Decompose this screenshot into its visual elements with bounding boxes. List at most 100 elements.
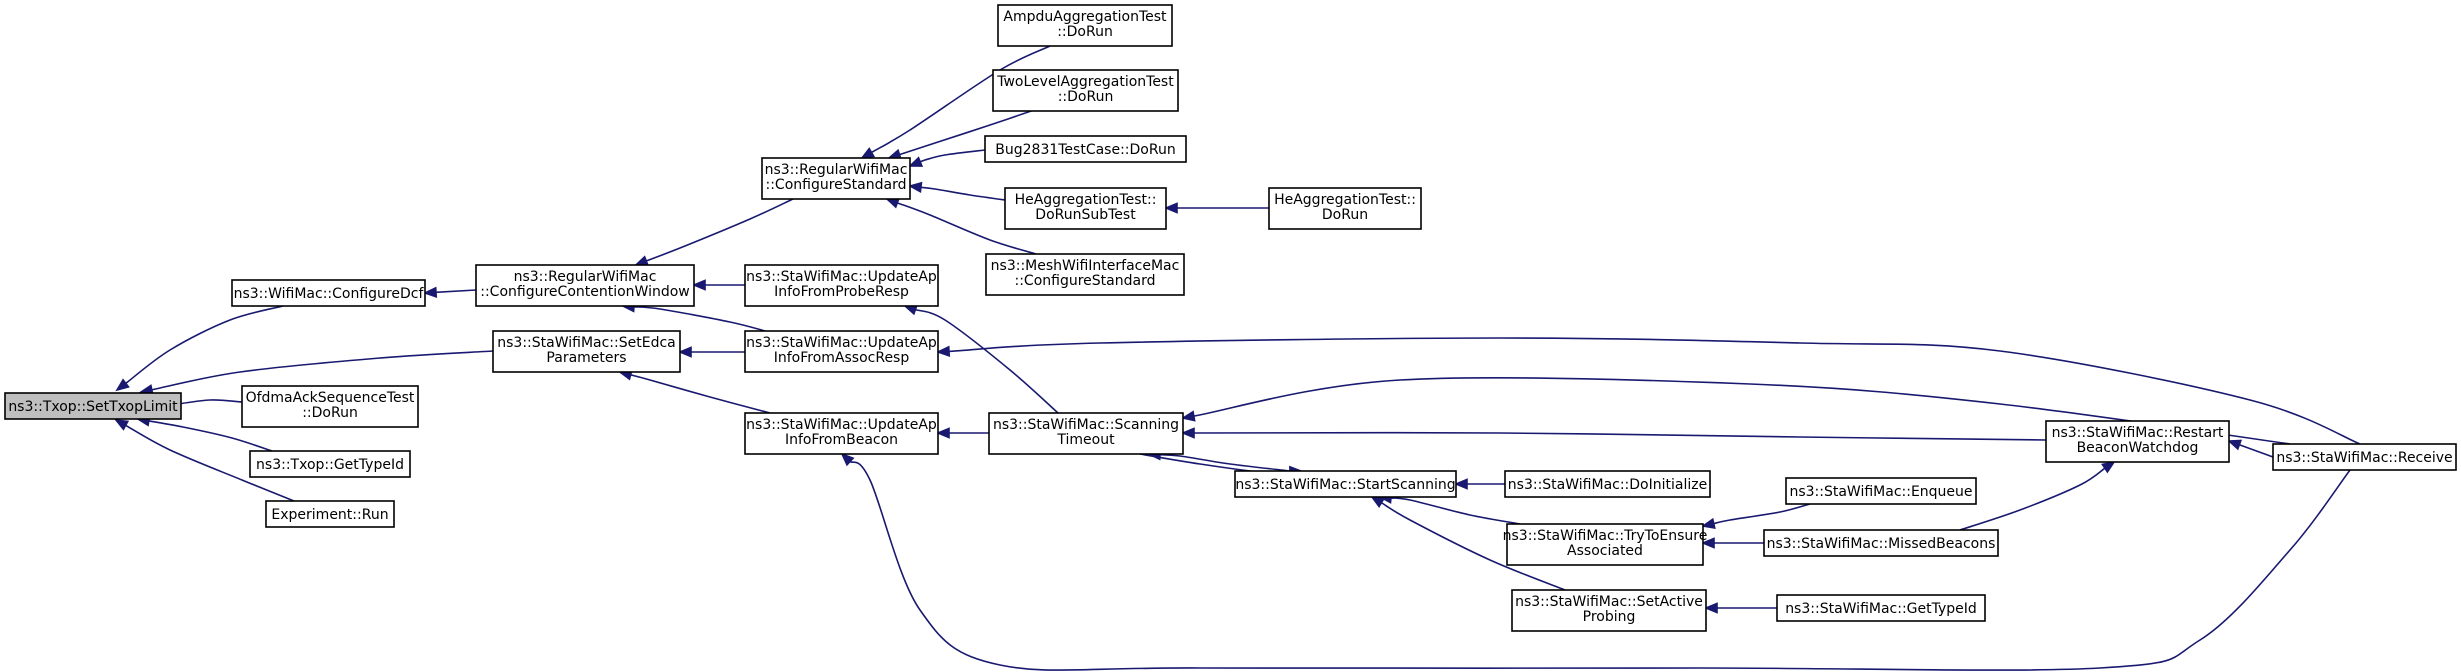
- arrowhead: [2101, 460, 2116, 474]
- node-label: DoRunSubTest: [1035, 207, 1136, 223]
- node-receive[interactable]: ns3::StaWifiMac::Receive: [2272, 443, 2457, 471]
- node-hedorun[interactable]: HeAggregationTest::DoRun: [1268, 187, 1422, 230]
- node-gettype[interactable]: ns3::Txop::GetTypeId: [249, 450, 411, 478]
- node-bug2831[interactable]: Bug2831TestCase::DoRun: [984, 135, 1187, 163]
- node-box: [1506, 523, 1704, 566]
- node-ofdma[interactable]: OfdmaAckSequenceTest::DoRun: [241, 385, 419, 428]
- node-box: [1776, 594, 1986, 622]
- node-label: HeAggregationTest::: [1015, 192, 1157, 208]
- edge-enqueue-to-tryassoc: [1700, 503, 1811, 529]
- edge-confcw-to-confdcf: [422, 286, 477, 298]
- node-box: [1004, 187, 1167, 230]
- edge-line: [645, 198, 794, 262]
- edge-line: [633, 306, 766, 332]
- edge-upprobe-to-confcw: [691, 279, 745, 291]
- node-box: [744, 330, 939, 373]
- node-label: ns3::StaWifiMac::MissedBeacons: [1767, 536, 1996, 552]
- node-label: ::ConfigureStandard: [1015, 273, 1156, 289]
- node-box: [231, 279, 426, 307]
- node-label: Timeout: [1056, 432, 1115, 448]
- node-box: [744, 264, 939, 307]
- node-doinit[interactable]: ns3::StaWifiMac::DoInitialize: [1504, 470, 1711, 498]
- node-startscan[interactable]: ns3::StaWifiMac::StartScanning: [1234, 470, 1457, 498]
- node-box: [2272, 443, 2457, 471]
- arrowhead: [908, 156, 924, 167]
- node-confdcf[interactable]: ns3::WifiMac::ConfigureDcf: [231, 279, 426, 307]
- node-box: [1785, 477, 1977, 505]
- node-box: [2045, 420, 2230, 463]
- arrowhead: [1453, 478, 1468, 490]
- edge-exprun-to-settxop: [114, 418, 295, 502]
- arrowhead: [634, 255, 650, 267]
- node-label: ::DoRun: [1058, 89, 1114, 105]
- node-box: [988, 412, 1184, 455]
- edge-receive-to-upbeacon: [840, 452, 2351, 671]
- edge-upbeacon-to-setedca: [617, 369, 771, 414]
- node-label: ns3::StaWifiMac::TryToEnsure: [1503, 528, 1708, 544]
- arrowhead: [1370, 495, 1386, 508]
- node-box: [997, 4, 1173, 47]
- arrowhead: [860, 147, 876, 160]
- edge-line: [148, 420, 273, 452]
- edge-layer: [114, 45, 2361, 671]
- edge-receive-to-upassoc: [935, 337, 2361, 445]
- node-confstd[interactable]: ns3::RegularWifiMac::ConfigureStandard: [761, 157, 911, 200]
- node-label: DoRun: [1322, 207, 1368, 223]
- node-box: [744, 412, 939, 455]
- arrowhead: [114, 418, 130, 431]
- edge-line: [1380, 502, 1566, 591]
- node-label: OfdmaAckSequenceTest: [246, 390, 415, 406]
- node-label: ns3::StaWifiMac::Enqueue: [1789, 484, 1972, 500]
- node-label: ns3::StaWifiMac::Restart: [2052, 425, 2224, 441]
- node-twolevel[interactable]: TwoLevelAggregationTest::DoRun: [992, 69, 1179, 112]
- arrowhead: [885, 197, 901, 209]
- node-label: ::DoRun: [302, 405, 358, 421]
- node-label: ns3::StaWifiMac::SetActive: [1515, 594, 1703, 610]
- node-hesub[interactable]: HeAggregationTest::DoRunSubTest: [1004, 187, 1167, 230]
- arrowhead: [907, 181, 923, 194]
- node-stagettype[interactable]: ns3::StaWifiMac::GetTypeId: [1776, 594, 1986, 622]
- node-box: [761, 157, 911, 200]
- node-box: [985, 253, 1185, 296]
- node-ampdu[interactable]: AmpduAggregationTest::DoRun: [997, 4, 1173, 47]
- node-label: ns3::StaWifiMac::UpdateAp: [746, 269, 937, 285]
- node-confcw[interactable]: ns3::RegularWifiMac::ConfigureContention…: [475, 264, 695, 307]
- node-label: ns3::StaWifiMac::UpdateAp: [746, 335, 937, 351]
- node-label: ns3::StaWifiMac::Scanning: [993, 417, 1179, 433]
- node-upprobe[interactable]: ns3::StaWifiMac::UpdateApInfoFromProbeRe…: [744, 264, 939, 307]
- edge-stagettype-to-setactive: [1703, 602, 1777, 614]
- node-settxop[interactable]: ns3::Txop::SetTxopLimit: [4, 392, 182, 420]
- node-label: ::ConfigureStandard: [766, 177, 907, 193]
- edge-missed-to-tryassoc: [1700, 537, 1764, 549]
- arrowhead: [422, 286, 438, 298]
- edge-confstd-to-confcw: [634, 198, 794, 267]
- node-label: ns3::StaWifiMac::GetTypeId: [1785, 601, 1977, 617]
- edge-line: [1159, 453, 1291, 472]
- edge-line: [1193, 431, 2047, 441]
- node-missed[interactable]: ns3::StaWifiMac::MissedBeacons: [1763, 529, 1999, 557]
- node-box: [1511, 589, 1707, 632]
- node-exprun[interactable]: Experiment::Run: [265, 500, 395, 528]
- edge-doinit-to-startscan: [1453, 478, 1505, 490]
- edge-upassoc-to-setedca: [677, 346, 745, 358]
- node-box: [1763, 529, 1999, 557]
- arrowhead: [677, 346, 692, 358]
- edge-line: [849, 460, 2351, 671]
- edge-line: [630, 374, 771, 414]
- arrowhead: [2227, 439, 2243, 451]
- node-mesh[interactable]: ns3::MeshWifiInterfaceMac::ConfigureStan…: [985, 253, 1185, 296]
- node-box: [241, 385, 419, 428]
- node-box: [265, 500, 395, 528]
- arrowhead: [1180, 410, 1196, 422]
- node-enqueue[interactable]: ns3::StaWifiMac::Enqueue: [1785, 477, 1977, 505]
- node-label: BeaconWatchdog: [2077, 440, 2199, 456]
- node-upassoc[interactable]: ns3::StaWifiMac::UpdateApInfoFromAssocRe…: [744, 330, 939, 373]
- edge-hedorun-to-hesub: [1163, 202, 1269, 214]
- node-box: [1268, 187, 1422, 230]
